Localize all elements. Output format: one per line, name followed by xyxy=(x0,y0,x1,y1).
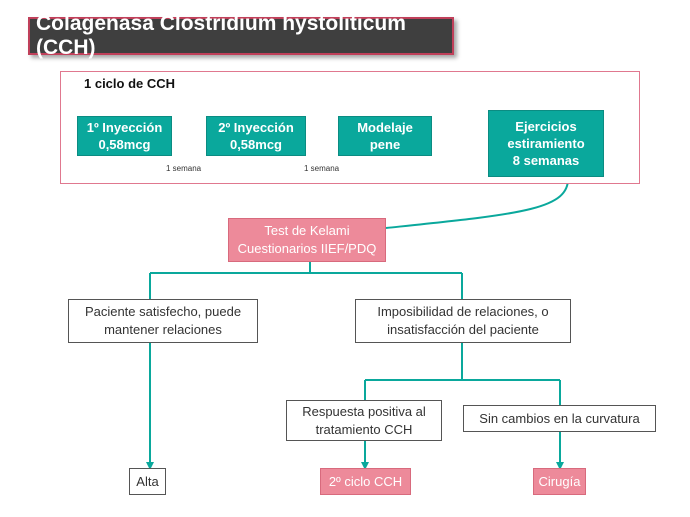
test-line2: Cuestionarios IIEF/PDQ xyxy=(237,241,377,256)
test-box: Test de Kelami Cuestionarios IIEF/PDQ xyxy=(228,218,386,262)
subbranch-no-change-line1: Sin cambios en la curvatura xyxy=(479,410,640,426)
subbranch-positive-line2: tratamiento CCH xyxy=(315,421,413,437)
step-exercises-line2: estiramiento xyxy=(507,136,585,151)
step-exercises-line1: Ejercicios xyxy=(515,119,577,134)
outcome-alta: Alta xyxy=(129,468,166,495)
cycle-label: 1 ciclo de CCH xyxy=(84,76,176,91)
step-second-injection: 2º Inyección 0,58mcg xyxy=(206,116,306,156)
outcome-second-cycle: 2º ciclo CCH xyxy=(320,468,411,495)
interval-label-1: 1 semana xyxy=(166,164,202,173)
subbranch-positive: Respuesta positiva al tratamiento CCH xyxy=(286,400,442,441)
branch-unsatisfied-line1: Imposibilidad de relaciones, o xyxy=(377,304,549,319)
interval-label-2: 1 semana xyxy=(304,164,340,173)
step-first-injection: 1º Inyección 0,58mcg xyxy=(77,116,172,156)
branch-unsatisfied-line2: insatisfacción del paciente xyxy=(387,322,539,337)
step-modeling-line2: pene xyxy=(369,137,401,152)
step-modeling-line1: Modelaje xyxy=(357,120,413,135)
step-first-injection-line1: 1º Inyección xyxy=(86,120,163,135)
step-exercises: Ejercicios estiramiento 8 semanas xyxy=(488,110,604,177)
subbranch-positive-line1: Respuesta positiva al xyxy=(302,403,426,419)
step-first-injection-line2: 0,58mcg xyxy=(98,137,151,152)
step-second-injection-line2: 0,58mcg xyxy=(229,137,283,152)
step-second-injection-line1: 2º Inyección xyxy=(218,120,294,135)
outcome-surgery: Cirugía xyxy=(533,468,586,495)
connector-cycle-to-test xyxy=(385,176,570,229)
step-exercises-line3: 8 semanas xyxy=(512,153,580,168)
slide-title: Colagenasa Clostridium hystoliticum (CCH… xyxy=(28,12,454,59)
subbranch-no-change: Sin cambios en la curvatura xyxy=(463,405,656,432)
branch-unsatisfied: Imposibilidad de relaciones, o insatisfa… xyxy=(355,299,571,343)
step-modeling: Modelaje pene xyxy=(338,116,432,156)
branch-satisfied-line2: mantener relaciones xyxy=(104,322,222,337)
branch-satisfied: Paciente satisfecho, puede mantener rela… xyxy=(68,299,258,343)
test-line1: Test de Kelami xyxy=(264,223,350,238)
branch-satisfied-line1: Paciente satisfecho, puede xyxy=(84,304,242,319)
